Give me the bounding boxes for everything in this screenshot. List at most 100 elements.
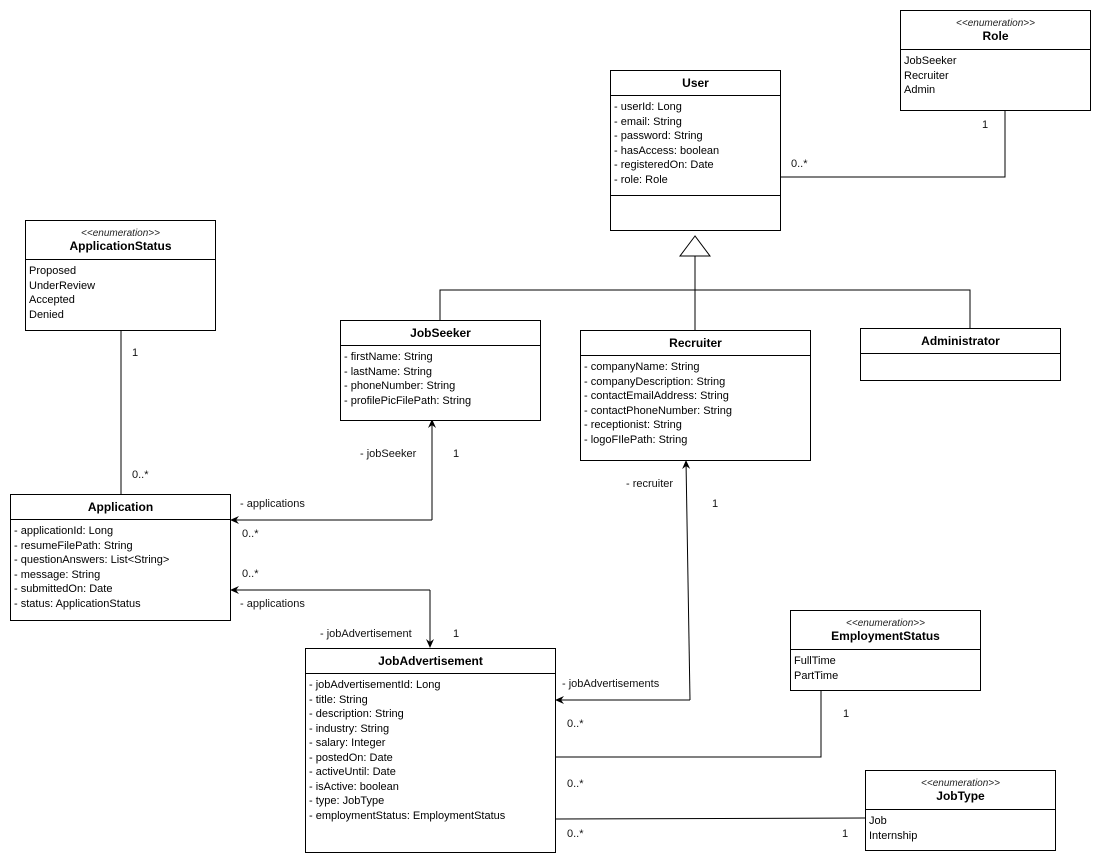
- enum-literal: Accepted: [29, 294, 75, 306]
- attribute: - employmentStatus: EmploymentStatus: [309, 809, 506, 822]
- edge-user-role: [780, 110, 1006, 178]
- role-label: - jobAdvertisements: [562, 678, 660, 690]
- literal-list: Job Internship: [866, 810, 1055, 843]
- role-label: - applications: [240, 498, 305, 510]
- attribute: - userId: Long: [614, 101, 682, 113]
- attribute: - registeredOn: Date: [614, 159, 714, 171]
- class-name: JobType: [936, 788, 985, 803]
- edge-recruiter-jobad: [682, 460, 691, 701]
- role-label: - jobAdvertisement: [320, 628, 412, 640]
- class-recruiter[interactable]: Recruiter - companyName: String - compan…: [580, 330, 811, 461]
- enum-application-status[interactable]: <<enumeration>> ApplicationStatus Propos…: [25, 220, 216, 331]
- multiplicity-label: 1: [453, 448, 460, 460]
- attribute: - title: String: [309, 693, 368, 706]
- generalization-branch: [439, 289, 971, 328]
- enum-job-type[interactable]: <<enumeration>> JobType Job Internship: [865, 770, 1056, 851]
- attribute: - password: String: [614, 130, 703, 142]
- attribute: - phoneNumber: String: [344, 380, 456, 392]
- edge-jobad-jobtype: [554, 817, 866, 820]
- multiplicity-label: 0..*: [567, 828, 584, 840]
- attribute: - contactEmailAddress: String: [584, 390, 729, 402]
- attribute: - companyName: String: [584, 361, 700, 373]
- multiplicity-label: 0..*: [567, 778, 584, 790]
- edge-jobad-employment: [556, 690, 822, 758]
- attribute: - receptionist: String: [584, 419, 682, 431]
- role-label: - applications: [240, 598, 305, 610]
- multiplicity-label: 0..*: [242, 528, 259, 540]
- attribute: - lastName: String: [344, 365, 433, 378]
- enum-literal: Admin: [904, 84, 936, 96]
- attribute: - hasAccess: boolean: [614, 144, 720, 157]
- attribute: - role: Role: [614, 173, 668, 186]
- multiplicity-label: 0..*: [132, 469, 149, 481]
- class-name: User: [682, 76, 709, 90]
- class-user[interactable]: User - userId: Long - email: String - pa…: [610, 70, 781, 231]
- attribute: - submittedOn: Date: [14, 583, 113, 595]
- class-administrator[interactable]: Administrator: [860, 328, 1061, 381]
- enum-literal: PartTime: [794, 669, 839, 682]
- stereotype: <<enumeration>>: [846, 617, 925, 629]
- class-name: ApplicationStatus: [69, 238, 172, 253]
- enum-literal: Job: [869, 815, 887, 827]
- enum-employment-status[interactable]: <<enumeration>> EmploymentStatus FullTim…: [790, 610, 981, 691]
- class-name: JobAdvertisement: [378, 654, 483, 668]
- attribute: - logoFIlePath: String: [584, 433, 688, 446]
- attribute: - message: String: [14, 568, 101, 581]
- class-application[interactable]: Application - applicationId: Long - resu…: [10, 494, 231, 621]
- attribute: - postedOn: Date: [309, 751, 393, 764]
- role-label: - recruiter: [626, 478, 674, 490]
- generalization-triangle: [679, 235, 711, 257]
- multiplicity-label: 1: [843, 708, 850, 720]
- multiplicity-label: 1: [982, 119, 989, 131]
- literal-list: JobSeeker Recruiter Admin: [901, 50, 1090, 98]
- enum-literal: Recruiter: [904, 69, 949, 82]
- enum-literal: Internship: [869, 829, 918, 842]
- attribute: - email: String: [614, 115, 682, 128]
- attribute-list: - userId: Long - email: String - passwor…: [611, 96, 780, 187]
- class-job-seeker[interactable]: JobSeeker - firstName: String - lastName…: [340, 320, 541, 421]
- enum-literal: UnderReview: [29, 279, 96, 292]
- multiplicity-label: 1: [712, 498, 719, 510]
- stereotype: <<enumeration>>: [81, 227, 160, 239]
- attribute: - salary: Integer: [309, 737, 386, 749]
- enum-literal: Proposed: [29, 265, 77, 277]
- enum-literal: JobSeeker: [904, 55, 957, 67]
- attribute: - firstName: String: [344, 351, 433, 363]
- attribute: - type: JobType: [309, 795, 385, 807]
- class-job-advertisement[interactable]: JobAdvertisement - jobAdvertisementId: L…: [305, 648, 556, 853]
- attribute: - companyDescription: String: [584, 375, 726, 388]
- attribute: - activeUntil: Date: [309, 766, 396, 778]
- role-label: - jobSeeker: [360, 448, 417, 460]
- attribute-list: - applicationId: Long - resumeFilePath: …: [11, 520, 230, 611]
- attribute: - resumeFilePath: String: [14, 539, 133, 552]
- class-name: Application: [87, 500, 154, 514]
- enum-literal: Denied: [29, 308, 64, 321]
- attribute: - isActive: boolean: [309, 780, 399, 793]
- literal-list: FullTime PartTime: [791, 650, 980, 683]
- enum-role[interactable]: <<enumeration>> Role JobSeeker Recruiter…: [900, 10, 1091, 111]
- attribute: - jobAdvertisementId: Long: [309, 679, 441, 691]
- class-name: Role: [982, 28, 1009, 43]
- enum-literal: FullTime: [794, 655, 836, 667]
- attribute: - description: String: [309, 708, 404, 720]
- attribute: - profilePicFilePath: String: [344, 394, 472, 407]
- class-name: Administrator: [921, 334, 1000, 348]
- multiplicity-label: 0..*: [567, 718, 584, 730]
- stereotype: <<enumeration>>: [956, 17, 1035, 29]
- attribute-list: - jobAdvertisementId: Long - title: Stri…: [306, 674, 555, 823]
- class-name: EmploymentStatus: [831, 628, 940, 643]
- attribute: - applicationId: Long: [14, 525, 114, 537]
- stereotype: <<enumeration>>: [921, 777, 1000, 789]
- attribute-list: - firstName: String - lastName: String -…: [341, 346, 540, 408]
- attribute: - status: ApplicationStatus: [14, 597, 141, 610]
- class-name: JobSeeker: [410, 326, 471, 340]
- attribute-list: - companyName: String - companyDescripti…: [581, 356, 810, 447]
- multiplicity-label: 1: [132, 347, 139, 359]
- operations-compartment: [611, 195, 780, 230]
- attribute: - questionAnswers: List<String>: [14, 554, 170, 566]
- multiplicity-label: 0..*: [242, 568, 259, 580]
- attribute: - industry: String: [309, 722, 390, 735]
- literal-list: Proposed UnderReview Accepted Denied: [26, 260, 215, 322]
- multiplicity-label: 0..*: [791, 158, 808, 170]
